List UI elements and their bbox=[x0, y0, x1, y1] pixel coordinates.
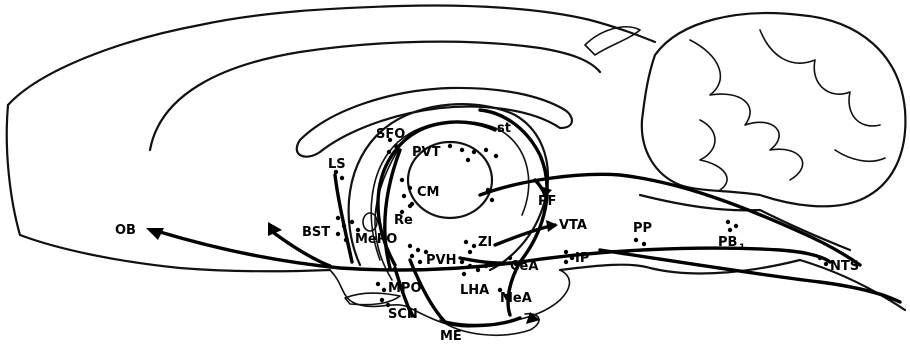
label-ip: IP bbox=[575, 251, 589, 266]
label-scn: SCN bbox=[388, 307, 418, 322]
dot-ls bbox=[340, 176, 344, 180]
cerebellum-outline bbox=[642, 13, 906, 206]
dot-bst bbox=[336, 232, 340, 236]
dot-sfo bbox=[394, 144, 398, 148]
label-mpo: MPO bbox=[388, 281, 422, 296]
dot-pb bbox=[728, 228, 732, 232]
dot-pvt bbox=[448, 144, 452, 148]
dot-mepo bbox=[350, 220, 354, 224]
dot-lha bbox=[460, 260, 464, 264]
dot-nts bbox=[824, 262, 828, 266]
label-pb: PB bbox=[718, 235, 737, 250]
cortex-outline bbox=[8, 6, 655, 105]
dot-lha bbox=[476, 268, 480, 272]
dot-pvt bbox=[484, 148, 488, 152]
brain-outline bbox=[7, 6, 906, 336]
dot-cm bbox=[490, 198, 494, 202]
label-pvh: PVH bbox=[426, 253, 456, 268]
label-sfo: SFO bbox=[376, 127, 405, 142]
dot-pvt bbox=[472, 150, 476, 154]
dot-ip bbox=[564, 260, 568, 264]
arrowhead-vta bbox=[546, 220, 558, 232]
label-mepo: MePO bbox=[355, 232, 397, 247]
tract-lower-brainstem bbox=[600, 250, 900, 302]
dot-lha bbox=[484, 264, 488, 268]
cerebellar-folia bbox=[690, 30, 885, 190]
label-ob: OB bbox=[115, 223, 136, 238]
label-nts: NTS bbox=[830, 259, 859, 274]
label-mea: MeA bbox=[500, 291, 532, 306]
dot-bst bbox=[342, 224, 346, 228]
dot-mpo bbox=[382, 288, 386, 292]
label-re: Re bbox=[394, 213, 413, 228]
dot-cm bbox=[400, 178, 404, 182]
label-zi: ZI bbox=[478, 235, 492, 250]
dot-pvh bbox=[408, 244, 412, 248]
tract-fornix-down bbox=[385, 150, 400, 268]
frontal-lower-outline bbox=[7, 105, 330, 271]
dot-sfo bbox=[387, 150, 391, 154]
dot-pvh bbox=[410, 254, 414, 258]
dot-cm bbox=[486, 188, 490, 192]
label-pvt: PVT bbox=[412, 145, 441, 160]
label-me: ME bbox=[440, 329, 462, 344]
dot-ip bbox=[564, 250, 568, 254]
nucleus-labels: OB LS SFO PVT st CM BST MePO Re PF VTA Z… bbox=[115, 121, 859, 344]
label-ls: LS bbox=[328, 157, 346, 172]
hippocampal-slit bbox=[585, 27, 640, 55]
dot-bst bbox=[336, 216, 340, 220]
label-lha: LHA bbox=[460, 283, 489, 298]
dot-lha bbox=[462, 272, 466, 276]
dot-zi bbox=[464, 240, 468, 244]
label-vta: VTA bbox=[559, 218, 587, 233]
dot-bst bbox=[344, 238, 348, 242]
dot-pp bbox=[642, 242, 646, 246]
dot-lha bbox=[468, 264, 472, 268]
dot-nts bbox=[818, 256, 822, 260]
dot-pvh bbox=[418, 260, 422, 264]
dot-scn bbox=[380, 298, 384, 302]
dot-mpo bbox=[376, 282, 380, 286]
dot-ip bbox=[570, 256, 574, 260]
dot-pvt bbox=[460, 148, 464, 152]
dot-pb bbox=[726, 220, 730, 224]
dot-pp bbox=[634, 238, 638, 242]
label-pp: PP bbox=[633, 221, 652, 236]
label-cea: CeA bbox=[510, 259, 538, 274]
label-pf: PF bbox=[538, 194, 556, 209]
dot-pvt bbox=[494, 154, 498, 158]
dot-zi bbox=[472, 244, 476, 248]
dot-zi bbox=[468, 250, 472, 254]
label-pb-subscript: 1 bbox=[739, 243, 745, 253]
dot-cm bbox=[408, 186, 412, 190]
label-cm: CM bbox=[417, 185, 439, 200]
dot-pvt bbox=[466, 158, 470, 162]
dot-re bbox=[408, 204, 412, 208]
dot-cm bbox=[402, 194, 406, 198]
label-st: st bbox=[497, 121, 511, 136]
dot-pb bbox=[734, 224, 738, 228]
label-bst: BST bbox=[302, 225, 330, 240]
dot-pvh bbox=[416, 248, 420, 252]
